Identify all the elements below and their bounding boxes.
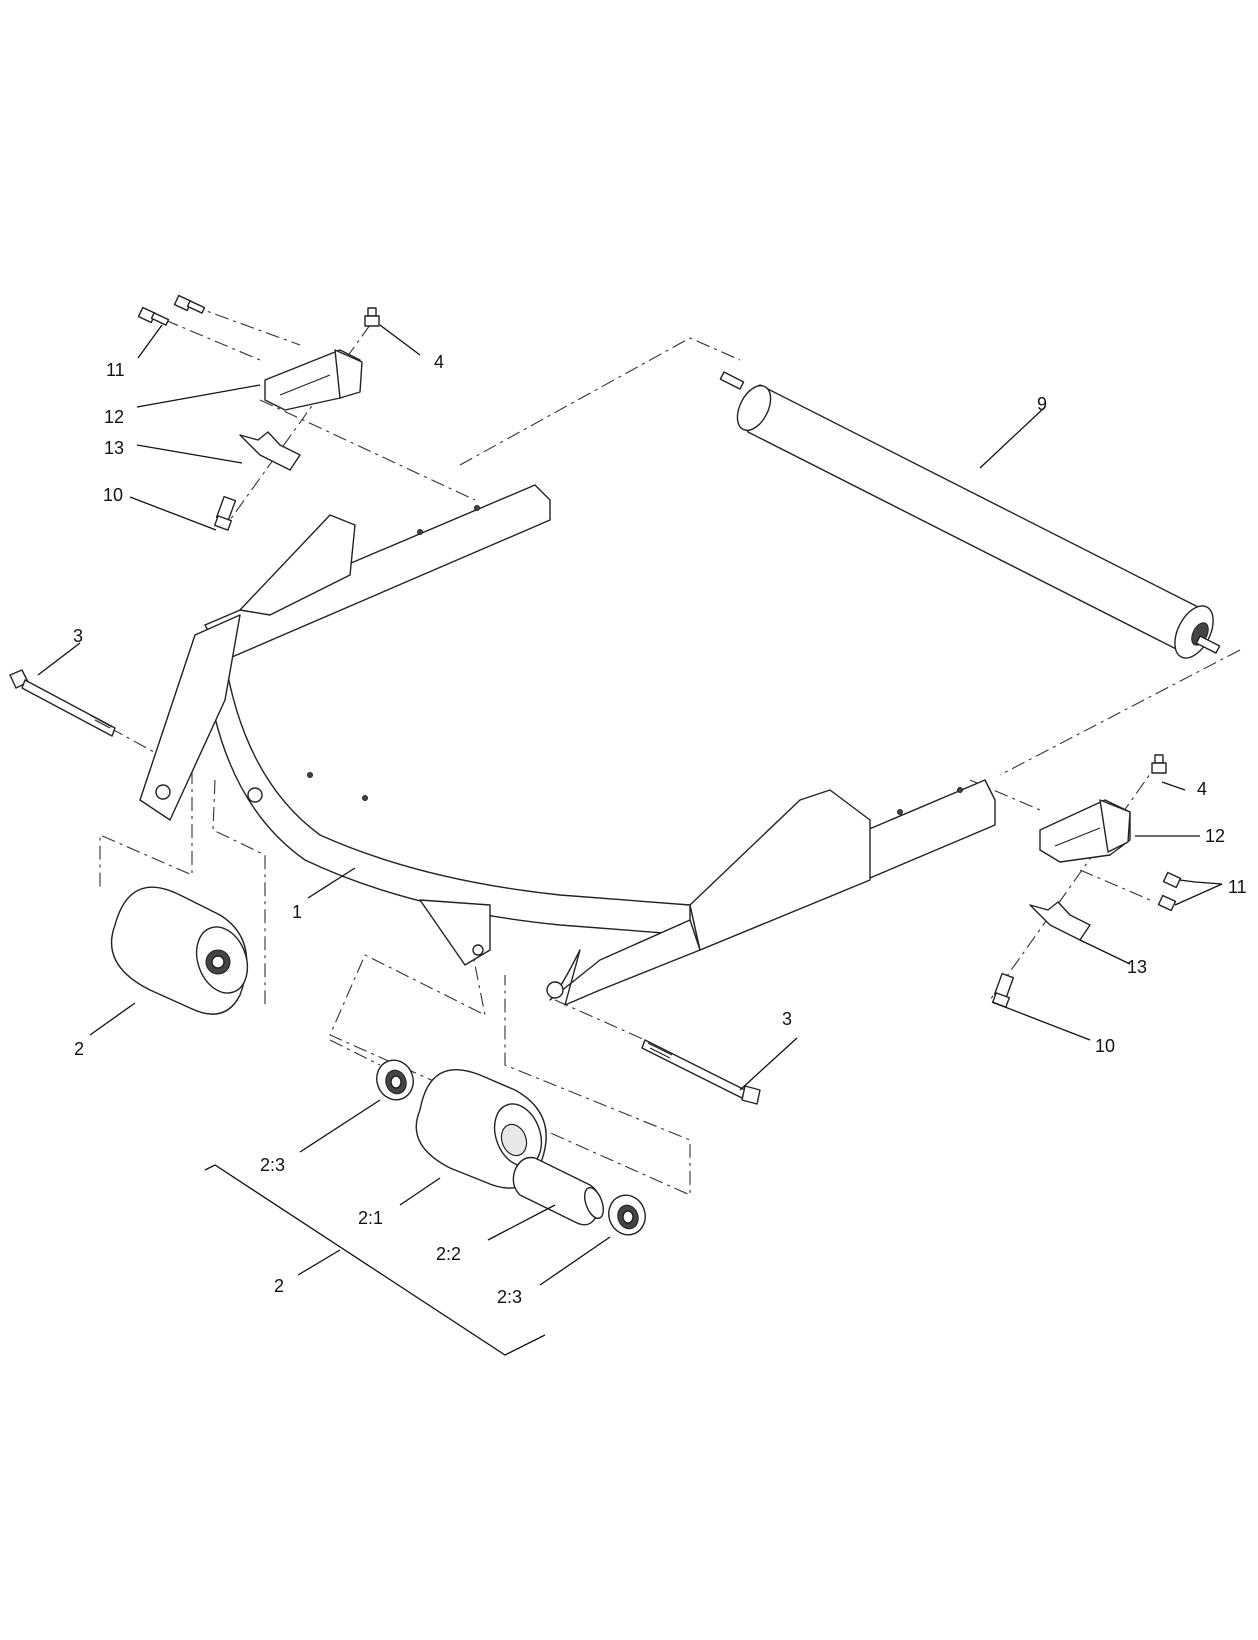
callout-3-right: 3 xyxy=(782,1009,792,1029)
callout-2-left: 2 xyxy=(74,1039,84,1059)
clip-13-top xyxy=(239,431,301,471)
callout-labels: 11 4 12 13 10 9 3 4 12 11 1 13 2 3 10 2:… xyxy=(73,352,1247,1307)
callout-2-1: 2:1 xyxy=(358,1208,383,1228)
roller-part-9 xyxy=(719,371,1221,659)
fitting-4-top xyxy=(364,307,380,327)
bracket-12-right xyxy=(1039,799,1131,863)
pin-10-right xyxy=(992,972,1015,1008)
bracket-12-top xyxy=(264,349,363,411)
right-hardware xyxy=(992,754,1182,1008)
callout-2-3-upper: 2:3 xyxy=(260,1155,285,1175)
bearing-2-3-lower xyxy=(608,1194,646,1236)
callout-2-2: 2:2 xyxy=(436,1244,461,1264)
callout-3-left: 3 xyxy=(73,626,83,646)
leader-lines xyxy=(37,324,1223,1286)
clip-13-right xyxy=(1029,901,1091,941)
callout-11-right: 11 xyxy=(1228,877,1247,897)
fitting-4-right xyxy=(1151,754,1167,774)
callout-10-top: 10 xyxy=(103,485,123,505)
callout-13-right: 13 xyxy=(1127,957,1147,977)
callout-13-top: 13 xyxy=(104,438,124,458)
bearing-2-3-upper xyxy=(376,1059,414,1101)
callout-11-top: 11 xyxy=(106,360,125,380)
callout-10-right: 10 xyxy=(1095,1036,1115,1056)
callout-2-3-lower: 2:3 xyxy=(497,1287,522,1307)
top-left-hardware xyxy=(137,294,380,531)
spacer-2-2 xyxy=(512,1156,604,1226)
bolt-11-right-a xyxy=(1162,871,1182,889)
frame-part-1 xyxy=(139,484,996,1006)
callout-1: 1 xyxy=(292,902,302,922)
callout-12-top: 12 xyxy=(104,407,124,427)
bolt-11-right-b xyxy=(1157,894,1177,912)
bolt-11-top-a xyxy=(137,306,170,326)
callout-4-top: 4 xyxy=(434,352,444,372)
callout-4-right: 4 xyxy=(1197,779,1207,799)
bolt-3-left xyxy=(9,669,116,737)
callout-9: 9 xyxy=(1037,394,1047,414)
wheel-part-2-1 xyxy=(415,1069,547,1189)
wheel-part-2-left xyxy=(110,886,249,1015)
pin-10-top xyxy=(214,495,237,531)
callout-2-bracket: 2 xyxy=(274,1276,284,1296)
bolt-3-right xyxy=(641,1039,761,1105)
assembly-bracket-2 xyxy=(204,1164,546,1356)
bolt-11-top-b xyxy=(173,294,206,314)
callout-12-right: 12 xyxy=(1205,826,1225,846)
